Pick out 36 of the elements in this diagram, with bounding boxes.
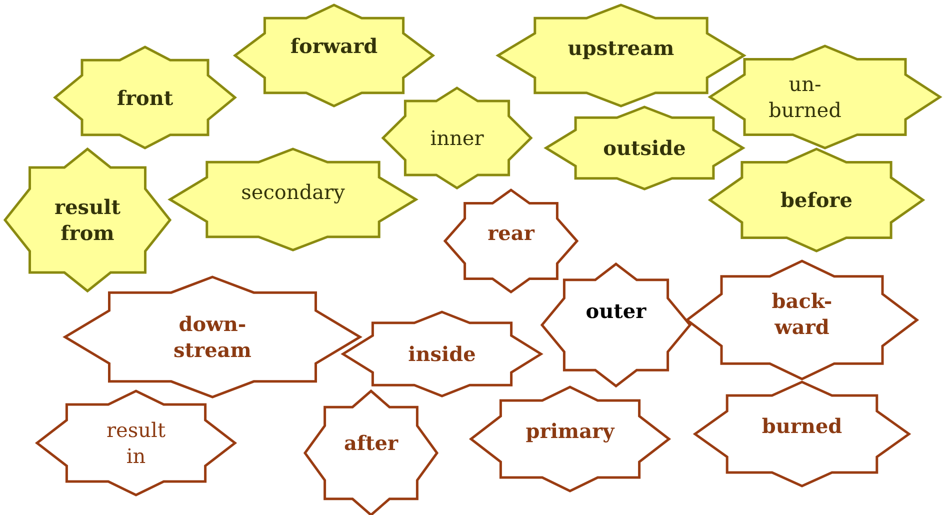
star-shape	[684, 260, 920, 380]
star-label: after	[344, 430, 398, 456]
star-label: secondary	[241, 178, 345, 204]
star-label: burned	[762, 413, 842, 439]
star-label: result in	[106, 417, 166, 469]
star-shape	[544, 106, 746, 190]
star-label: un- burned	[768, 71, 842, 123]
star-shape	[468, 386, 672, 492]
star-shape	[34, 390, 238, 496]
star-label: outside	[603, 135, 686, 161]
star-shape	[303, 389, 439, 515]
star-label: down- stream	[172, 311, 252, 363]
star-label: forward	[290, 32, 378, 58]
star-shape	[62, 276, 362, 398]
star-shape	[496, 4, 746, 108]
star-shape	[708, 44, 942, 150]
star-label: inside	[408, 341, 476, 367]
star-shape	[3, 147, 172, 293]
star-label: result from	[54, 194, 122, 246]
star-label: upstream	[568, 34, 674, 60]
star-shape	[692, 380, 912, 488]
star-label: outer	[586, 298, 646, 324]
star-shape	[53, 46, 237, 150]
star-label: before	[780, 187, 852, 213]
star-shape	[381, 86, 533, 190]
star-shape	[168, 148, 418, 252]
star-label: front	[116, 84, 174, 110]
star-label: inner	[430, 125, 484, 151]
star-shape	[232, 4, 436, 108]
star-label: primary	[526, 418, 614, 444]
star-shape	[708, 148, 926, 252]
star-shape	[443, 188, 579, 294]
star-shape	[540, 262, 692, 388]
star-label: back- ward	[770, 288, 834, 340]
star-label: rear	[488, 220, 534, 246]
star-shape	[340, 310, 544, 398]
